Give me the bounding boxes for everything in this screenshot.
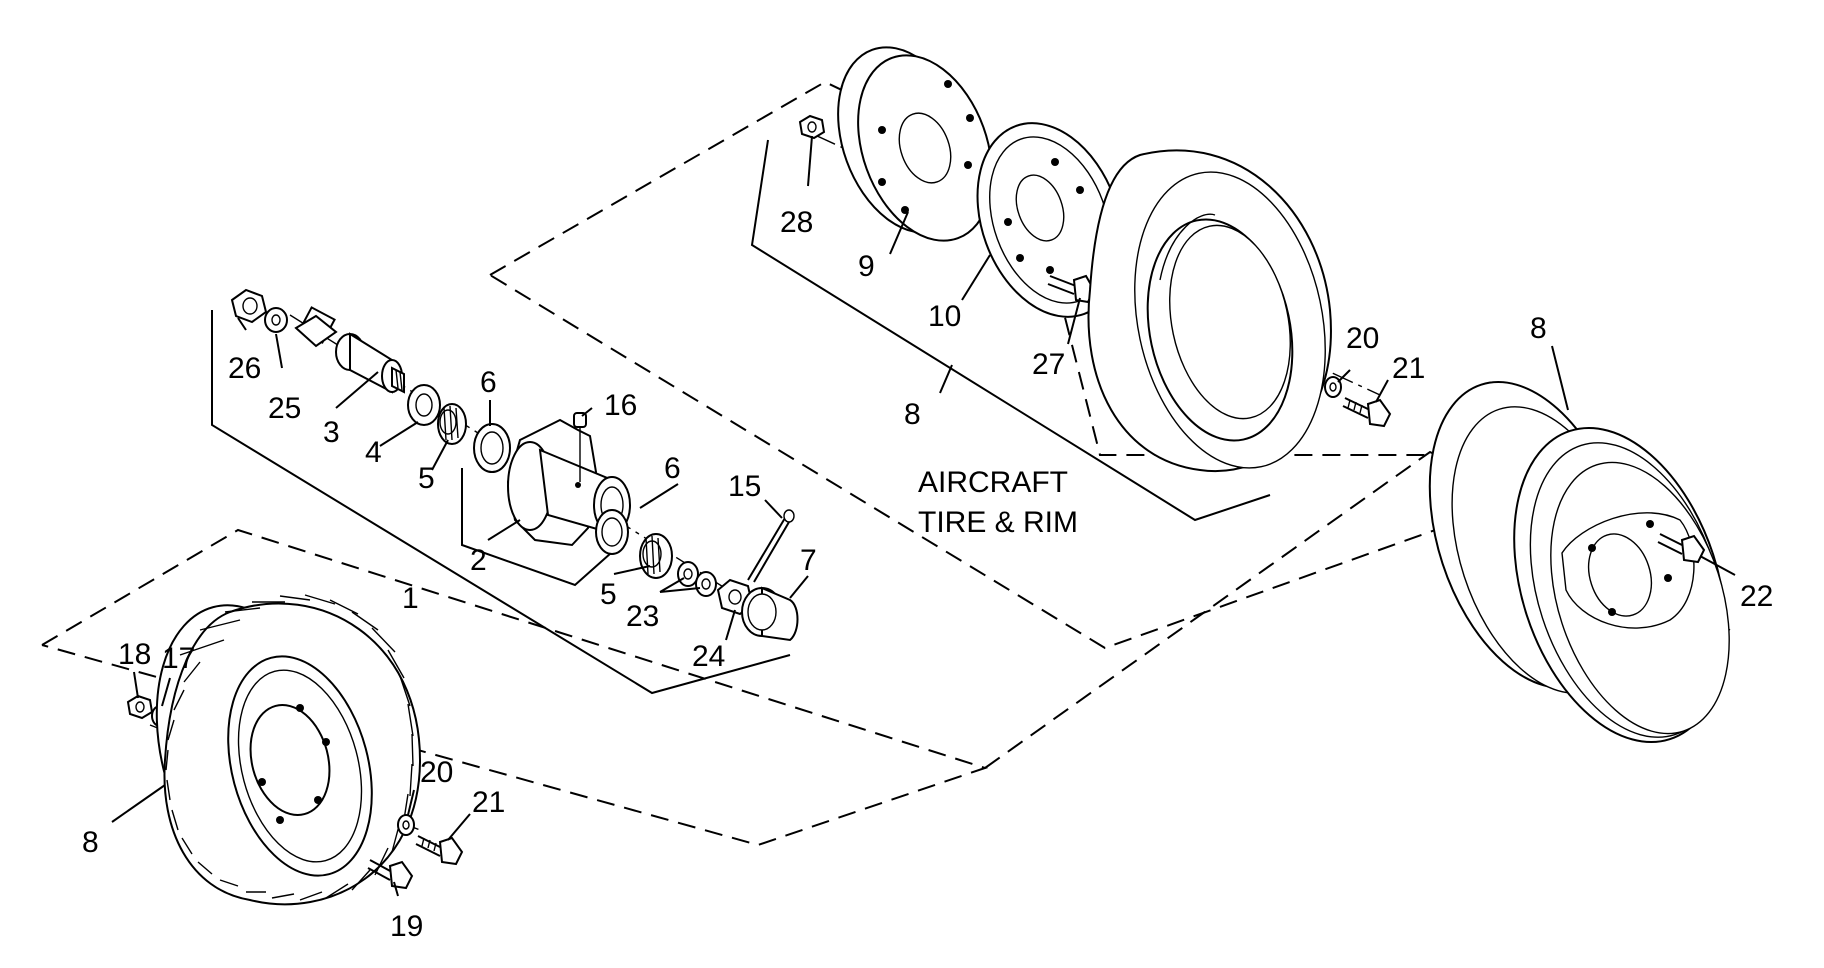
aircraft-tire-group-outline (489, 80, 1646, 650)
callout-9: 9 (858, 250, 875, 283)
callout-15: 15 (728, 470, 761, 503)
aircraft-rim-assembly (798, 46, 1392, 473)
callout-20-upper: 20 (1346, 322, 1379, 355)
nut-part-18 (126, 694, 154, 720)
callout-20-lower: 20 (420, 756, 453, 789)
callout-6-lower: 6 (664, 452, 681, 485)
hub-bracket (461, 468, 621, 587)
lower-bearing-parts (595, 509, 799, 642)
bearing-part-5-upper (437, 403, 467, 445)
callout-5-upper: 5 (418, 462, 435, 495)
bolt-part-21-upper (1342, 397, 1392, 428)
nut-part-26 (230, 288, 268, 324)
callout-labels: 26 25 3 4 5 6 16 6 2 5 23 24 15 7 1 28 9… (82, 206, 1773, 943)
bracket-lines (211, 139, 1271, 695)
callout-26: 26 (228, 352, 261, 385)
callout-17: 17 (162, 642, 195, 675)
callout-2: 2 (470, 544, 487, 577)
callout-5-lower: 5 (600, 578, 617, 611)
callout-3: 3 (323, 416, 340, 449)
callout-25: 25 (268, 392, 301, 425)
caption-line-2: TIRE & RIM (918, 506, 1078, 539)
callout-4: 4 (365, 436, 382, 469)
callout-21-lower: 21 (472, 786, 505, 819)
lug-nut-part-28 (798, 114, 826, 140)
caption-line-1: AIRCRAFT (918, 466, 1068, 499)
solid-tire (155, 594, 422, 906)
race-part-6-lower (595, 509, 629, 555)
leader-lines (111, 135, 1736, 897)
hub-assembly-bracket (211, 310, 791, 695)
callout-7: 7 (800, 544, 817, 577)
bearing-part-5-lower (639, 533, 673, 579)
callout-10: 10 (928, 300, 961, 333)
lug-bolt-part-22 (1657, 533, 1706, 564)
bolt-part-19 (367, 859, 414, 890)
washer-part-23a (677, 561, 699, 587)
solid-tire-assembly (126, 594, 464, 906)
grease-fitting-part-16 (573, 412, 587, 482)
callout-22: 22 (1740, 580, 1773, 613)
callout-6-upper: 6 (480, 366, 497, 399)
washer-part-20-upper (1324, 376, 1342, 398)
seal-part-4 (407, 384, 441, 426)
inner-rim-half-part-10 (976, 122, 1124, 318)
aircraft-tire-bracket (750, 139, 1271, 522)
aircraft-tire (1087, 149, 1332, 473)
callout-21-upper: 21 (1392, 352, 1425, 385)
race-part-6-upper (473, 423, 511, 473)
washer-part-23b (695, 571, 717, 597)
washer-part-25 (264, 307, 288, 333)
callout-24: 24 (692, 640, 725, 673)
cotter-pin-part-15 (747, 509, 795, 583)
washer-part-20-lower (397, 814, 415, 836)
spindle-parts (230, 288, 511, 473)
bolt-part-21-lower (415, 835, 464, 866)
callout-8-aircraft: 8 (904, 398, 921, 431)
spindle-part-3 (294, 306, 405, 394)
callout-18: 18 (118, 638, 151, 671)
dashed-group-outlines (41, 80, 1646, 847)
callout-28: 28 (780, 206, 813, 239)
dust-cap-part-7 (741, 586, 799, 642)
hub-part-2 (506, 412, 631, 547)
rim-group-outline (984, 450, 1486, 769)
callout-19: 19 (390, 910, 423, 943)
callout-8-solid: 8 (82, 826, 99, 859)
callout-1: 1 (402, 582, 419, 615)
callout-23: 23 (626, 600, 659, 633)
right-wheel-rim (1428, 381, 1730, 744)
caption: AIRCRAFT TIRE & RIM (918, 466, 1078, 539)
callout-8-rim: 8 (1530, 312, 1547, 345)
outer-rim-half-part-9 (837, 46, 993, 242)
callout-16: 16 (604, 389, 637, 422)
callout-27: 27 (1032, 348, 1065, 381)
